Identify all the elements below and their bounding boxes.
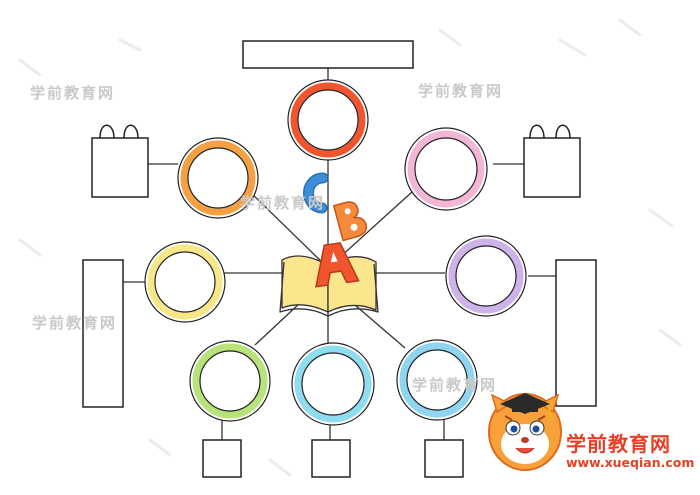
bottom-center-box: [312, 440, 350, 477]
brand-logo: 学前教育网 www.xueqian.com: [482, 392, 697, 492]
top-circle: [288, 80, 368, 160]
bottom-right-box: [425, 440, 463, 477]
brand-name: 学前教育网: [566, 428, 671, 457]
mid-right-circle: [446, 236, 526, 316]
upper-right-box: [524, 138, 580, 197]
bottom-center-circle: [292, 343, 374, 425]
brand-url: www.xueqian.com: [566, 455, 694, 470]
bottom-left-circle: [190, 341, 270, 421]
top-title-box: [243, 41, 413, 68]
upper-left-box: [92, 138, 148, 197]
bottom-left-box: [203, 440, 241, 477]
watermark-text: 学前教育网: [240, 192, 325, 213]
left-tall-box: [83, 260, 123, 407]
letter-b-icon: [334, 199, 369, 241]
watermark-text: 学前教育网: [418, 80, 503, 101]
mid-left-circle: [145, 242, 225, 322]
upper-right-circle: [405, 128, 487, 210]
watermark-text: 学前教育网: [32, 312, 117, 333]
watermark-text: 学前教育网: [30, 82, 115, 103]
right-tall-box: [556, 260, 596, 406]
